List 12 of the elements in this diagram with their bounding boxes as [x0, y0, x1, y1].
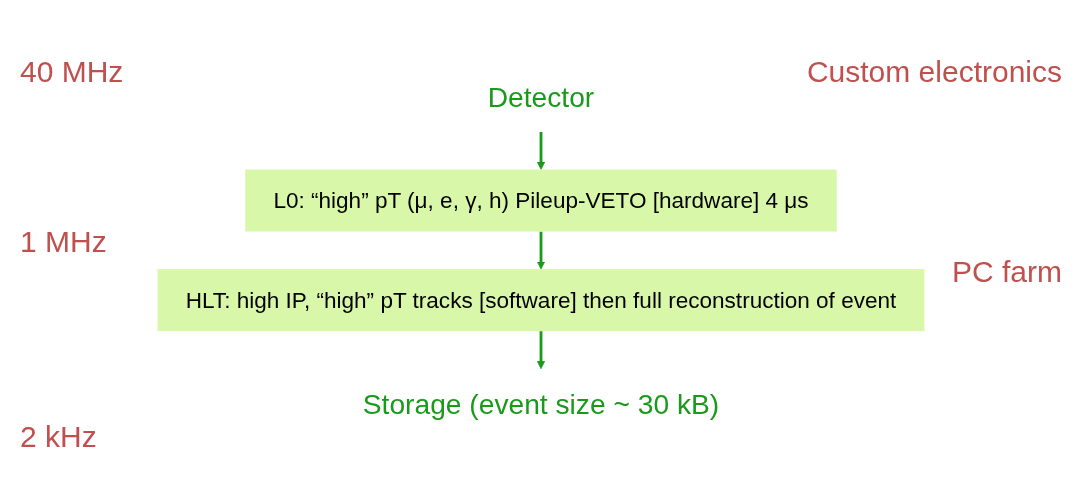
rate-label: PC farm: [952, 255, 1062, 289]
node-box: L0: “high” pT (μ, e, γ, h) Pileup-VETO [hardware] 4 μs: [245, 169, 837, 232]
arrow: [536, 132, 546, 171]
node-text: Storage (event size ~ 30 kB): [362, 388, 720, 420]
node-text: Detector: [487, 81, 595, 113]
rate-label: 1 MHz: [20, 225, 107, 259]
rate-label: Custom electronics: [806, 55, 1062, 89]
rate-label: 40 MHz: [20, 55, 124, 89]
node-box: HLT: high IP, “high” pT tracks [software] then full reconstruction of event: [157, 269, 925, 332]
rate-label: 2 kHz: [20, 420, 97, 454]
arrow: [536, 231, 546, 270]
arrow: [536, 331, 546, 370]
